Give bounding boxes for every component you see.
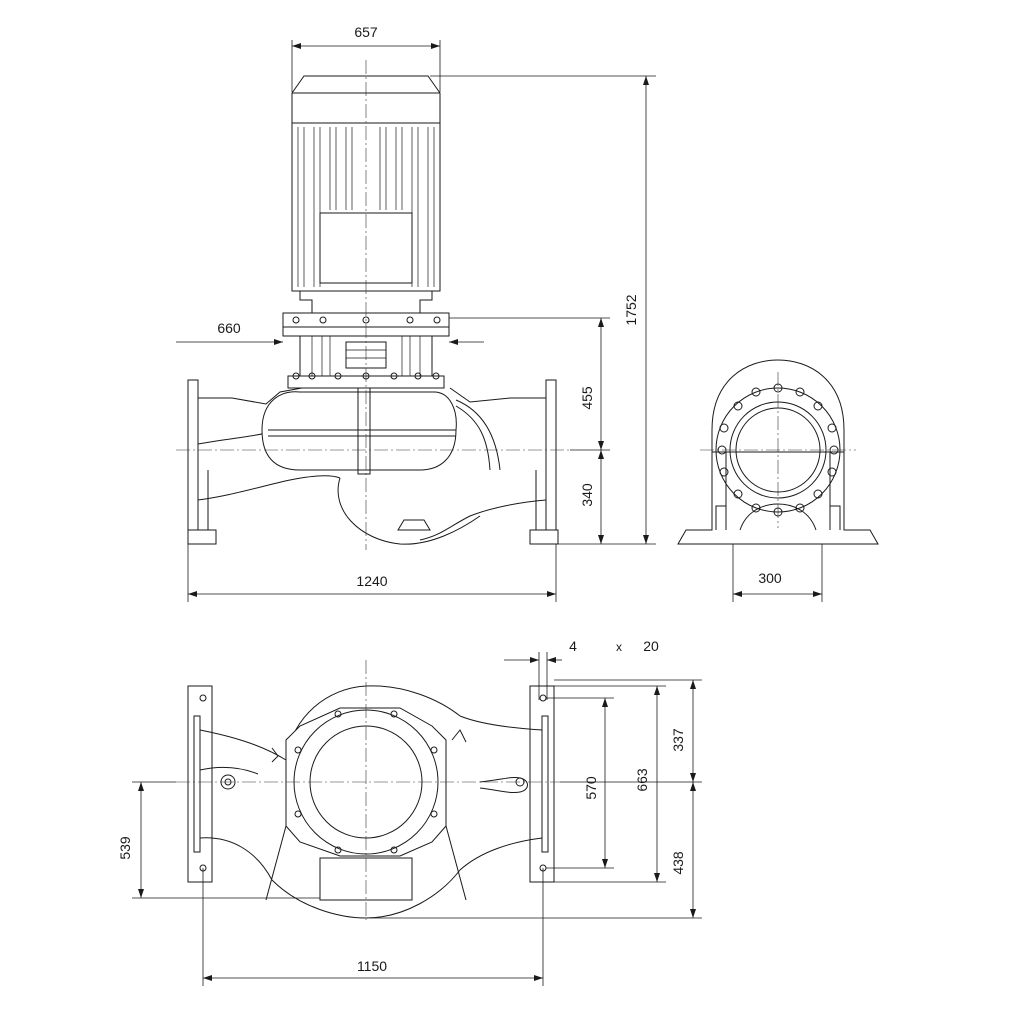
dim-times-sign: x [616, 640, 622, 654]
dim-hole-count: 4 [569, 638, 577, 654]
dim-base-depth: 663 [634, 768, 650, 792]
dimension-lines [132, 40, 823, 986]
dim-bolt-y-spacing: 570 [583, 776, 599, 800]
dim-bolt-to-axis-top: 337 [670, 728, 686, 752]
dim-foot-spacing: 300 [758, 570, 782, 586]
front-view [176, 60, 570, 550]
dim-bolt-x-spacing: 1150 [357, 958, 387, 974]
dim-flange-to-axis: 455 [579, 386, 595, 410]
dim-axis-to-floor: 340 [579, 483, 595, 507]
dim-bolt-to-axis-bottom: 438 [670, 851, 686, 875]
dim-hole-diameter: 20 [643, 638, 659, 654]
dim-motor-width: 657 [354, 24, 378, 40]
dim-axis-to-back: 539 [117, 836, 133, 860]
top-view [176, 660, 560, 920]
dim-coupling-width: 660 [217, 320, 241, 336]
dim-overall-height: 1752 [623, 294, 639, 325]
dim-port-to-port: 1240 [356, 573, 387, 589]
dimension-labels: 657 1752 660 455 340 1240 300 4 x 20 570… [117, 24, 782, 974]
side-view [677, 359, 879, 545]
